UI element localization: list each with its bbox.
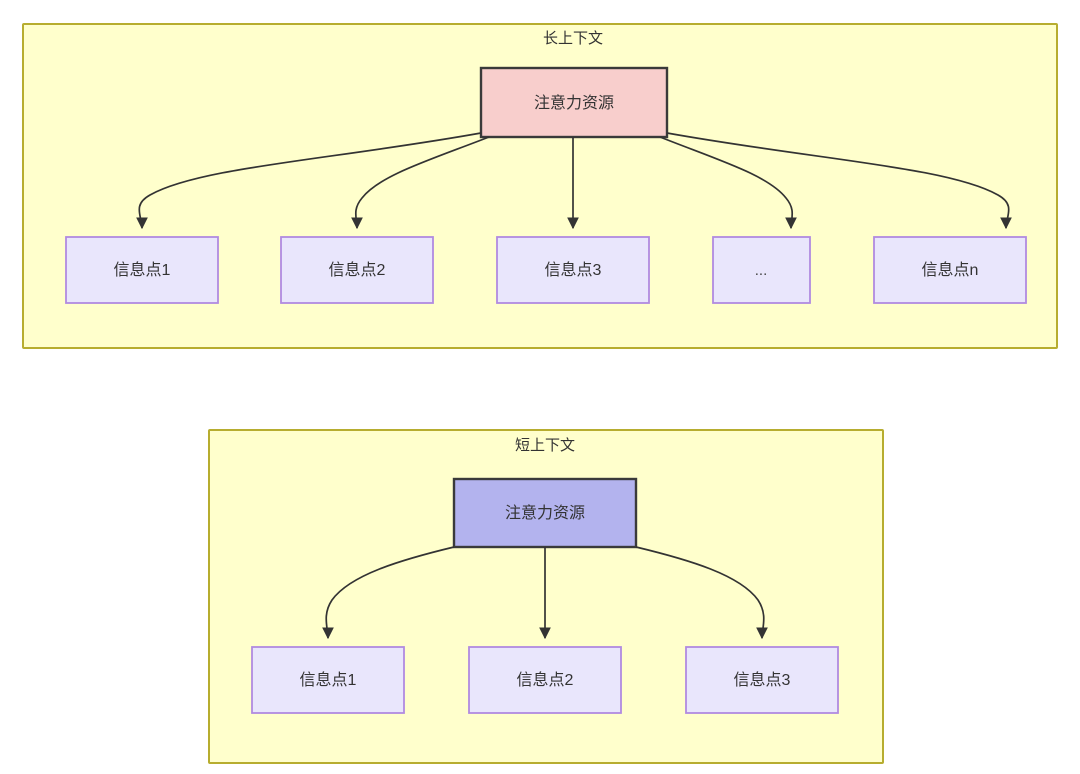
long-context-leaf-2-label: 信息点2 (329, 261, 386, 279)
short-context-leaf-3-rect[interactable] (685, 646, 839, 714)
short-context-leaf-2-label: 信息点2 (517, 671, 574, 689)
edge-root-to-leaf-5 (666, 132, 1012, 230)
edge-root-to-leaf-1 (136, 132, 482, 230)
edge-short-root-to-leaf-3 (635, 546, 768, 640)
short-context-leaf-1[interactable]: 信息点1 (251, 646, 405, 714)
long-context-leaf-ellipsis-label: ... (755, 262, 768, 279)
long-context-leaf-1-label: 信息点1 (114, 261, 171, 279)
short-context-leaf-3[interactable]: 信息点3 (685, 646, 839, 714)
long-context-leaf-n-rect[interactable] (873, 236, 1027, 304)
long-context-leaf-1-rect[interactable] (65, 236, 219, 304)
long-context-leaf-1[interactable]: 信息点1 (65, 236, 219, 304)
short-context-root-label: 注意力资源 (505, 503, 585, 522)
edge-root-to-leaf-4 (659, 136, 797, 230)
long-context-root-node[interactable]: 注意力资源 (479, 66, 669, 139)
long-context-title: 长上下文 (543, 30, 603, 47)
edge-root-to-leaf-2 (351, 136, 490, 230)
long-context-leaf-ellipsis-rect[interactable] (712, 236, 811, 304)
short-context-edges (322, 546, 768, 640)
long-context-leaf-ellipsis[interactable]: ... (712, 236, 811, 304)
edge-short-root-to-leaf-1 (322, 546, 455, 640)
long-context-leaf-2-rect[interactable] (280, 236, 434, 304)
short-context-title: 短上下文 (515, 437, 575, 454)
long-context-root-label: 注意力资源 (534, 93, 614, 112)
long-context-leaf-n-label: 信息点n (922, 261, 979, 279)
long-context-leaf-2[interactable]: 信息点2 (280, 236, 434, 304)
short-context-leaf-3-label: 信息点3 (734, 671, 791, 689)
long-context-edges (136, 132, 1012, 230)
long-context-leaf-3[interactable]: 信息点3 (496, 236, 650, 304)
long-context-leaf-3-rect[interactable] (496, 236, 650, 304)
short-context-leaf-2-rect[interactable] (468, 646, 622, 714)
short-context-root-rect[interactable] (452, 477, 638, 549)
long-context-leaf-3-label: 信息点3 (545, 261, 602, 279)
short-context-leaf-2[interactable]: 信息点2 (468, 646, 622, 714)
short-context-leaf-1-label: 信息点1 (300, 671, 357, 689)
short-context-leaf-1-rect[interactable] (251, 646, 405, 714)
short-context-root-node[interactable]: 注意力资源 (452, 477, 638, 549)
diagram-short-context: 短上下文 注意力资源 信息点1 信息点2 (208, 429, 884, 764)
long-context-leaf-n[interactable]: 信息点n (873, 236, 1027, 304)
diagram-long-context: 长上下文 注意力资源 信息点1 信息点2 (22, 23, 1058, 349)
long-context-root-rect[interactable] (479, 66, 669, 139)
